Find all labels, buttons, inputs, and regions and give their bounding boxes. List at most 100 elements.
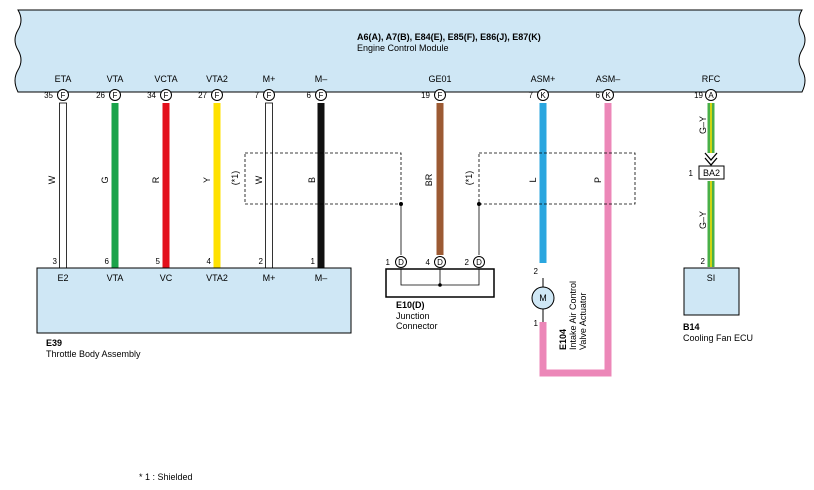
shield-left: (*1) [230, 152, 403, 255]
wires [59, 102, 715, 377]
svg-text:26: 26 [96, 91, 105, 100]
wire-vta2 [213, 103, 221, 268]
junction-connector: 1 D 4 D 2 D [385, 256, 495, 298]
fan-ecu-name: Cooling Fan ECU [683, 333, 753, 343]
svg-text:A: A [708, 91, 714, 100]
svg-text:D: D [476, 258, 482, 267]
junction-pin-4: 4 D [426, 256, 446, 268]
svg-text:34: 34 [147, 91, 156, 100]
ecm-pin-mplus: 7 F [255, 89, 275, 101]
svg-text:6: 6 [307, 91, 312, 100]
wire-label-gy1: G–Y [698, 116, 708, 134]
ecm-pin-asmplus: 7 K [529, 89, 549, 101]
svg-text:M+: M+ [263, 273, 276, 283]
wire-label-r: R [151, 176, 161, 183]
svg-text:35: 35 [44, 91, 53, 100]
svg-text:F: F [215, 91, 220, 100]
wire-label-b: B [307, 177, 317, 183]
actuator-code: E104 [558, 329, 568, 350]
svg-text:F: F [267, 91, 272, 100]
svg-text:7: 7 [529, 91, 534, 100]
wire-mminus [317, 103, 325, 268]
svg-text:6: 6 [105, 257, 110, 266]
junction-name-1: Junction [396, 311, 430, 321]
svg-text:F: F [438, 91, 443, 100]
ecm-pin-label-mplus: M+ [263, 74, 276, 84]
wire-asmminus [539, 103, 612, 377]
svg-text:4: 4 [207, 257, 212, 266]
shield-left-mark: (*1) [230, 171, 240, 186]
svg-text:1: 1 [386, 258, 391, 267]
cooling-fan-ecu-box: 2 SI [683, 257, 740, 316]
wire-color-labels: W G R Y W B BR L P G–Y G–Y [47, 116, 708, 229]
shield-right-mark: (*1) [464, 171, 474, 186]
ecm-pin-eta: 35 F [44, 89, 69, 101]
actuator-name-2: Valve Actuator [578, 293, 588, 350]
fan-ecu-pin-num: 2 [701, 257, 706, 266]
svg-text:1: 1 [311, 257, 316, 266]
ecm-pin-asmminus: 6 K [596, 89, 614, 101]
actuator-name-1: Intake Air Control [568, 281, 578, 350]
svg-text:F: F [61, 91, 66, 100]
junction-name-2: Connector [396, 321, 438, 331]
ecm-pin-labels: ETA VTA VCTA VTA2 M+ M– GE01 ASM+ ASM– R… [55, 74, 721, 84]
svg-text:19: 19 [694, 91, 703, 100]
motor-symbol: M [539, 293, 547, 303]
wire-label-p: P [593, 177, 603, 183]
ecm-pins: 35 F 26 F 34 F 27 F 7 F 6 F [44, 89, 717, 101]
svg-text:F: F [113, 91, 118, 100]
actuator-motor: M 2 1 [531, 267, 555, 328]
svg-text:VTA2: VTA2 [206, 273, 228, 283]
wire-label-br: BR [424, 173, 434, 186]
svg-text:D: D [437, 258, 443, 267]
svg-text:7: 7 [255, 91, 260, 100]
svg-text:4: 4 [426, 258, 431, 267]
actuator-pin-bottom: 1 [534, 319, 539, 328]
ecm-pin-label-vta: VTA [107, 74, 124, 84]
ecm-pin-mminus: 6 F [307, 89, 327, 101]
junction-pin-2: 2 D [465, 256, 485, 268]
fan-ecu-code: B14 [683, 322, 700, 332]
ecm-pin-label-asmminus: ASM– [596, 74, 621, 84]
actuator-pin-top: 2 [534, 267, 539, 276]
ecm-codes: A6(A), A7(B), E84(E), E85(F), E86(J), E8… [357, 32, 541, 42]
wire-eta [59, 102, 67, 269]
svg-text:E2: E2 [57, 273, 68, 283]
ecm-pin-label-eta: ETA [55, 74, 72, 84]
ecm-name: Engine Control Module [357, 43, 449, 53]
svg-text:2: 2 [465, 258, 470, 267]
ecm-pin-label-ge01: GE01 [428, 74, 451, 84]
ecm-pin-vcta: 34 F [147, 89, 172, 101]
junction-code: E10(D) [396, 300, 425, 310]
ecm-pin-rfc: 19 A [694, 89, 717, 101]
ecm-pin-label-rfc: RFC [702, 74, 721, 84]
svg-text:D: D [398, 258, 404, 267]
svg-text:M–: M– [315, 273, 328, 283]
svg-text:2: 2 [259, 257, 264, 266]
svg-text:F: F [319, 91, 324, 100]
actuator-label: E104 Intake Air Control Valve Actuator [558, 281, 588, 350]
svg-text:3: 3 [53, 257, 58, 266]
svg-text:6: 6 [596, 91, 601, 100]
ecm-pin-label-vcta: VCTA [154, 74, 177, 84]
throttle-body-box: E2 VTA VC VTA2 M+ M– [36, 267, 352, 334]
svg-text:K: K [605, 91, 611, 100]
wire-mplus [265, 102, 273, 269]
ba2-pin: 1 [689, 169, 694, 178]
ba2-label: BA2 [703, 168, 720, 178]
svg-text:19: 19 [421, 91, 430, 100]
ecm-box: A6(A), A7(B), E84(E), E85(F), E86(J), E8… [14, 9, 806, 93]
svg-text:VC: VC [160, 273, 173, 283]
ecm-pin-ge01: 19 F [421, 89, 446, 101]
throttle-name: Throttle Body Assembly [46, 349, 141, 359]
shield-right: (*1) [464, 152, 636, 255]
wire-label-g: G [100, 176, 110, 183]
wire-vta [111, 103, 119, 268]
wire-label-l: L [528, 177, 538, 182]
svg-text:F: F [164, 91, 169, 100]
fan-ecu-pin-label: SI [707, 273, 716, 283]
ecm-pin-label-mminus: M– [315, 74, 328, 84]
ecm-pin-label-asmplus: ASM+ [531, 74, 556, 84]
wire-label-gy2: G–Y [698, 211, 708, 229]
